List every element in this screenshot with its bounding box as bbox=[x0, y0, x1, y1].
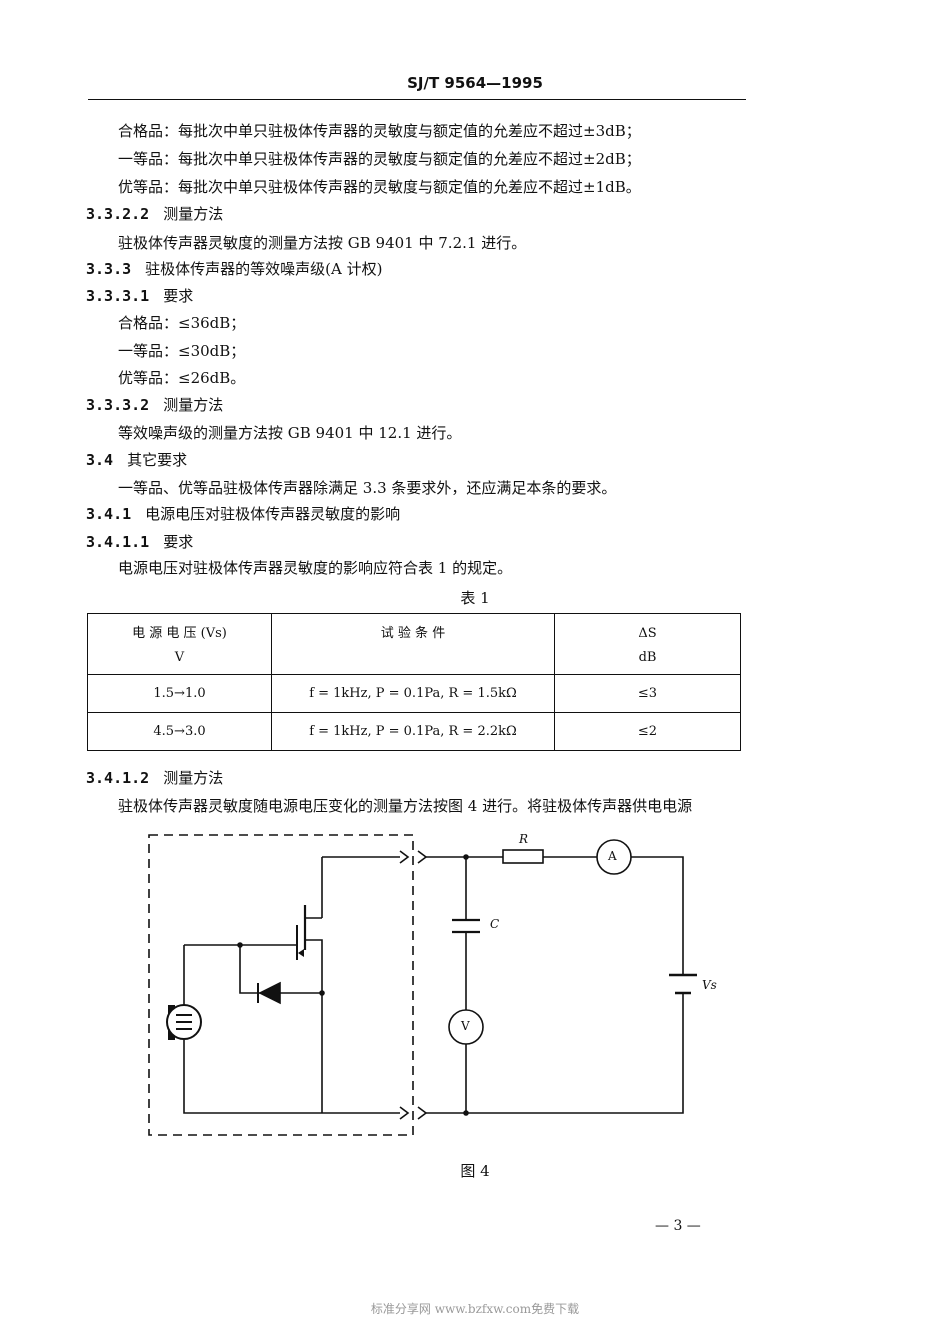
section-number: 3.4.1 bbox=[86, 505, 132, 523]
table-1: 电 源 电 压 (Vs) V 试 验 条 件 ΔS dB 1.5→1.0 f = 1… bbox=[87, 613, 741, 751]
section-3331-heading: 3.3.3.1 要求 bbox=[86, 286, 193, 306]
capacitor-plates bbox=[452, 918, 480, 934]
label-vs: Vs bbox=[702, 978, 717, 992]
section-title: 要求 bbox=[163, 533, 194, 551]
label-resistor: R bbox=[519, 832, 529, 846]
section-title: 测量方法 bbox=[163, 769, 224, 787]
tolerance-superior: 优等品：每批次中单只驻极体传声器的灵敏度与额定值的允差应不超过±1dB。 bbox=[118, 178, 641, 196]
section-title: 要求 bbox=[163, 287, 194, 305]
section-3412-text: 驻极体传声器灵敏度随电源电压变化的测量方法按图 4 进行。将驻极体传声器供电电源 bbox=[118, 797, 693, 815]
header-line: 电 源 电 压 (Vs) bbox=[132, 626, 227, 641]
section-number: 3.3.3.1 bbox=[86, 287, 150, 305]
section-3322-heading: 3.3.2.2 测量方法 bbox=[86, 204, 223, 224]
footer-watermark: 标准分享网 www.bzfxw.com免费下载 bbox=[370, 1302, 580, 1316]
tolerance-qualified: 合格品：每批次中单只驻极体传声器的灵敏度与额定值的允差应不超过±3dB； bbox=[118, 122, 641, 140]
section-title: 测量方法 bbox=[163, 396, 224, 414]
section-title: 驻极体传声器的等效噪声级(A 计权) bbox=[145, 260, 383, 278]
page-number: — 3 — bbox=[655, 1218, 701, 1234]
voltmeter bbox=[448, 1009, 484, 1045]
section-number: 3.3.3 bbox=[86, 260, 132, 278]
cell-voltage: 4.5→3.0 bbox=[87, 712, 272, 751]
capsule-bottom-wire bbox=[183, 1040, 400, 1114]
header-unit: dB bbox=[638, 650, 657, 665]
junction-dot bbox=[237, 942, 243, 948]
cell-delta-s: ≤3 bbox=[554, 674, 741, 713]
section-number: 3.3.3.2 bbox=[86, 396, 150, 414]
header-rule bbox=[88, 99, 746, 100]
label-voltmeter: V bbox=[461, 1019, 470, 1033]
cell-condition: f = 1kHz, P = 0.1Pa, R = 2.2kΩ bbox=[271, 712, 555, 751]
cell-delta-s: ≤2 bbox=[554, 712, 741, 751]
fet-arrow-icon bbox=[298, 949, 304, 957]
table-row: 1.5→1.0 f = 1kHz, P = 0.1Pa, R = 1.5kΩ ≤… bbox=[87, 674, 741, 713]
microphone-enclosure-dashed bbox=[148, 834, 414, 1136]
diode-branch bbox=[239, 945, 322, 994]
header-line: ΔS bbox=[638, 626, 657, 641]
table-caption: 表 1 bbox=[460, 589, 490, 607]
section-3332-text: 等效噪声级的测量方法按 GB 9401 中 12.1 进行。 bbox=[118, 424, 462, 442]
header-line: 试 验 条 件 bbox=[380, 626, 446, 641]
section-333-heading: 3.3.3 驻极体传声器的等效噪声级(A 计权) bbox=[86, 259, 382, 279]
noise-qualified: 合格品：≤36dB； bbox=[118, 314, 246, 332]
section-number: 3.4 bbox=[86, 451, 114, 469]
bottom-wire bbox=[426, 993, 684, 1114]
section-title: 测量方法 bbox=[163, 205, 224, 223]
section-number: 3.4.1.2 bbox=[86, 769, 150, 787]
noise-first-class: 一等品：≤30dB； bbox=[118, 342, 246, 360]
header-unit: V bbox=[174, 650, 185, 665]
fet-stub-source bbox=[305, 939, 323, 1113]
table-header-delta-s: ΔS dB bbox=[554, 613, 741, 675]
ammeter bbox=[596, 839, 632, 875]
tolerance-first-class: 一等品：每批次中单只驻极体传声器的灵敏度与额定值的允差应不超过±2dB； bbox=[118, 150, 641, 168]
section-title: 电源电压对驻极体传声器灵敏度的影响 bbox=[145, 505, 401, 523]
label-ammeter: A bbox=[608, 849, 617, 863]
section-number: 3.4.1.1 bbox=[86, 533, 150, 551]
section-3332-heading: 3.3.3.2 测量方法 bbox=[86, 395, 223, 415]
section-3411-text: 电源电压对驻极体传声器灵敏度的影响应符合表 1 的规定。 bbox=[118, 559, 513, 577]
resistor bbox=[502, 849, 544, 864]
section-3322-text: 驻极体传声器灵敏度的测量方法按 GB 9401 中 7.2.1 进行。 bbox=[118, 234, 527, 252]
table-header-voltage: 电 源 电 压 (Vs) V bbox=[87, 613, 272, 675]
section-3411-heading: 3.4.1.1 要求 bbox=[86, 532, 193, 552]
top-wire bbox=[426, 856, 684, 975]
section-341-heading: 3.4.1 电源电压对驻极体传声器灵敏度的影响 bbox=[86, 504, 400, 524]
microphone-capsule-icon bbox=[166, 1004, 202, 1040]
cell-condition: f = 1kHz, P = 0.1Pa, R = 1.5kΩ bbox=[271, 674, 555, 713]
label-capacitor: C bbox=[490, 917, 500, 931]
noise-superior: 优等品：≤26dB。 bbox=[118, 369, 246, 387]
figure-caption: 图 4 bbox=[460, 1162, 490, 1180]
junction-dot bbox=[463, 854, 469, 860]
junction-dot bbox=[463, 1110, 469, 1116]
cell-voltage: 1.5→1.0 bbox=[87, 674, 272, 713]
battery-plates bbox=[669, 973, 697, 995]
section-34-heading: 3.4 其它要求 bbox=[86, 450, 187, 470]
section-34-text: 一等品、优等品驻极体传声器除满足 3.3 条要求外，还应满足本条的要求。 bbox=[118, 479, 617, 497]
diode-icon bbox=[257, 981, 281, 1005]
section-3412-heading: 3.4.1.2 测量方法 bbox=[86, 768, 223, 788]
standard-number: SJ/T 9564—1995 bbox=[407, 74, 543, 92]
junction-dot bbox=[319, 990, 325, 996]
section-title: 其它要求 bbox=[127, 451, 188, 469]
section-number: 3.3.2.2 bbox=[86, 205, 150, 223]
table-row: 4.5→3.0 f = 1kHz, P = 0.1Pa, R = 2.2kΩ ≤… bbox=[87, 712, 741, 751]
